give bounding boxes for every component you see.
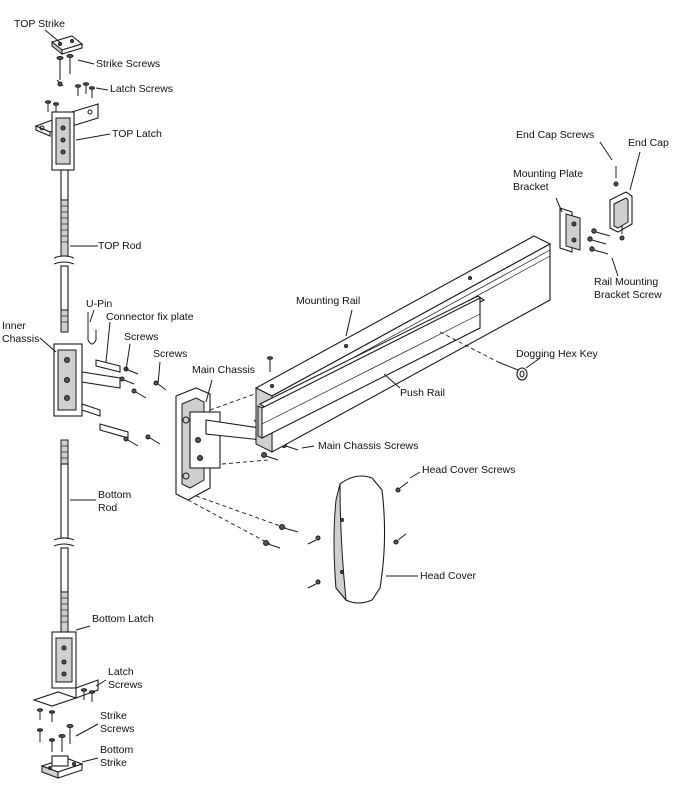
top-strike-part: [44, 29, 84, 56]
bottom-strike-part: [40, 755, 99, 779]
u-pin-part: [87, 309, 97, 345]
label-latch-screws-top: Latch Screws: [110, 83, 174, 95]
top-latch-screws: [45, 82, 109, 114]
label-dogging-hex-key: Dogging Hex Key: [516, 348, 598, 360]
label-connector-fix-plate: Connector fix plate: [106, 311, 194, 323]
label-latch-screws-bottom: Latch Screws: [108, 666, 143, 691]
label-strike-screws-top: Strike Screws: [96, 58, 161, 70]
label-head-cover: Head Cover: [420, 570, 477, 582]
top-strike-screws: [56, 54, 95, 87]
bottom-latch-screws: [37, 679, 107, 722]
top-latch-part: [34, 103, 111, 171]
label-strike-screws-bottom: Strike Screws: [100, 710, 135, 735]
head-cover-part: [333, 475, 418, 604]
rail-top-screw: [267, 356, 273, 372]
label-top-rod: TOP Rod: [98, 240, 142, 252]
inner-chassis-part: [39, 337, 121, 417]
label-screws-1: Screws: [124, 331, 159, 343]
label-rail-mounting-bracket-screw: Rail Mounting Bracket Screw: [594, 276, 662, 301]
label-screws-2: Screws: [153, 348, 188, 360]
label-bottom-rod: Bottom Rod: [98, 489, 132, 514]
dogging-hex-key-part: [439, 331, 541, 381]
label-main-chassis-screws: Main Chassis Screws: [318, 440, 419, 452]
label-top-latch: TOP Latch: [112, 128, 162, 140]
end-cap-part: [609, 151, 641, 233]
inner-screws-part: [119, 343, 167, 447]
bottom-latch-part: [32, 625, 99, 707]
label-inner-chassis: Inner Chassis: [2, 320, 40, 345]
label-end-cap-screws: End Cap Screws: [516, 129, 595, 141]
bottom-strike-screws: [37, 723, 99, 752]
label-head-cover-screws: Head Cover Screws: [422, 464, 516, 476]
label-push-rail: Push Rail: [400, 387, 445, 399]
label-end-cap: End Cap: [628, 137, 669, 149]
end-cap-screws: [599, 141, 625, 241]
bottom-rod-part: [53, 439, 96, 633]
label-bottom-latch: Bottom Latch: [92, 613, 154, 625]
push-rail-part: [257, 295, 486, 439]
label-bottom-strike: Bottom Strike: [100, 744, 134, 769]
mounting-plate-bracket-part: [555, 197, 581, 253]
label-main-chassis: Main Chassis: [192, 364, 256, 376]
top-rod-part: [53, 169, 98, 333]
rail-mounting-bracket-screws: [587, 228, 619, 277]
label-u-pin: U-Pin: [86, 298, 113, 310]
label-mounting-plate-bracket: Mounting Plate Bracket: [513, 168, 584, 193]
head-cover-screws: [307, 471, 421, 589]
main-chassis-part: [175, 379, 263, 501]
label-top-strike: TOP Strike: [14, 18, 65, 30]
label-mounting-rail: Mounting Rail: [296, 295, 361, 307]
